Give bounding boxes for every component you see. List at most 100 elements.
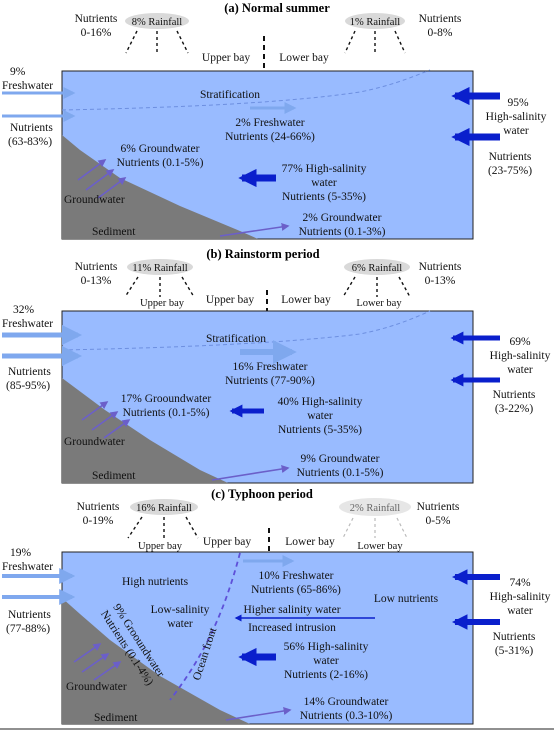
lower-bay-label: Lower bay xyxy=(279,52,329,64)
freshwater-mid-nutrients: Nutrients (65-86%) xyxy=(251,584,341,596)
rain-nutrients-value: 0-13% xyxy=(81,275,112,287)
stratification-line xyxy=(61,69,431,111)
freshwater-mid-label: 16% Freshwater xyxy=(232,361,307,373)
groundwater-bottom-nutrients: Nutrients (0.1-5%) xyxy=(297,467,384,479)
groundwater-bottom-nutrients: Nutrients (0.1-3%) xyxy=(299,226,386,238)
panel-typhoon-period: (c) Typhoon period 16% Rainfall Nutrient… xyxy=(2,487,551,725)
freshwater-label: Freshwater xyxy=(2,80,53,92)
upper-bay-label: Upper bay xyxy=(202,52,250,64)
rain-cloud xyxy=(344,259,410,275)
sediment-wedge xyxy=(62,378,228,483)
ocean-water: water xyxy=(507,605,533,617)
groundwater-bottom-arrow xyxy=(225,707,292,721)
rain-cloud xyxy=(339,498,411,516)
rainfall-label: 16% Rainfall xyxy=(136,503,192,514)
sediment-label: Sediment xyxy=(94,712,138,724)
freshwater-mid-label: 2% Freshwater xyxy=(235,117,304,129)
high-salinity-mid-nutrients: Nutrients (5-35%) xyxy=(278,424,362,436)
stratification-line xyxy=(61,310,431,351)
high-nutrients-label: High nutrients xyxy=(122,576,189,588)
rain-nutrients-value: 0-16% xyxy=(81,27,112,39)
sediment-wedge xyxy=(62,135,258,239)
rain-lines xyxy=(344,30,406,54)
rain-nutrients-label: Nutrients xyxy=(419,13,462,25)
ocean-water: water xyxy=(507,364,533,376)
freshwater-mid-label: 10% Freshwater xyxy=(258,570,333,582)
rainfall-label: 1% Rainfall xyxy=(350,17,401,28)
groundwater-seepage-arrows xyxy=(73,643,122,681)
groundwater-label: Groundwater xyxy=(64,194,125,206)
sediment-label: Sediment xyxy=(92,226,136,238)
high-salinity-mid-nutrients: Nutrients (5-35%) xyxy=(282,191,366,203)
ocean-nutrients-label: Nutrients xyxy=(493,389,536,401)
groundwater-bottom-arrow xyxy=(219,222,290,237)
rainfall-label: 8% Rainfall xyxy=(132,17,183,28)
panel-normal-summer: (a) Normal summer 8% Rainfall Nutrients … xyxy=(2,1,547,240)
upper-bay-small-label: Upper bay xyxy=(138,541,183,552)
ocean-label: High-salinity xyxy=(486,111,547,123)
groundwater-left-label: 17% Grooundwater xyxy=(121,393,212,405)
ocean-nutrients-label: Nutrients xyxy=(489,151,532,163)
rain-nutrients-label: Nutrients xyxy=(75,13,118,25)
ocean-percent: 95% xyxy=(507,97,529,109)
panel-title: (a) Normal summer xyxy=(224,1,330,15)
groundwater-left-label: 6% Groundwater xyxy=(121,143,200,155)
freshwater-percent: 19% xyxy=(10,547,32,559)
stratification-label: Stratification xyxy=(200,89,260,101)
rain-nutrients-value: 0-8% xyxy=(428,27,453,39)
ocean-nutrients-value: (5-31%) xyxy=(495,645,533,657)
ocean-nutrients-value: (23-75%) xyxy=(488,165,532,177)
ocean-percent: 69% xyxy=(509,336,531,348)
high-salinity-mid-water: water xyxy=(307,410,333,422)
lower-bay-label: Lower bay xyxy=(281,294,331,306)
groundwater-seepage-arrows xyxy=(81,401,131,439)
rain-lines xyxy=(127,516,199,539)
rainfall-label: 2% Rainfall xyxy=(350,503,401,514)
groundwater-bottom-nutrients: Nutrients (0.3-10%) xyxy=(300,710,393,722)
rain-cloud xyxy=(130,499,198,515)
rain-cloud xyxy=(125,13,189,29)
high-salinity-mid-label: 40% High-salinity xyxy=(278,396,363,408)
groundwater-bottom-arrow xyxy=(211,465,290,481)
rain-lines xyxy=(342,276,411,298)
nutrients-value: (85-95%) xyxy=(6,380,50,392)
rain-nutrients-label: Nutrients xyxy=(77,501,120,513)
groundwater-bottom-label: 9% Groundwater xyxy=(301,453,380,465)
stratification-label: Stratification xyxy=(206,333,266,345)
rain-nutrients-value: 0-13% xyxy=(425,275,456,287)
sediment-wedge xyxy=(62,598,250,724)
low-salinity-water: water xyxy=(167,618,193,630)
ocean-nutrients-label: Nutrients xyxy=(493,631,536,643)
rain-lines xyxy=(124,276,195,298)
freshwater-label: Freshwater xyxy=(2,561,53,573)
groundwater-label: Groundwater xyxy=(66,681,127,693)
rain-cloud xyxy=(345,13,405,29)
ocean-label: High-salinity xyxy=(490,350,551,362)
groundwater-bottom-label: 14% Groundwater xyxy=(304,696,389,708)
freshwater-percent: 32% xyxy=(13,304,35,316)
nutrients-value: (63-83%) xyxy=(8,136,52,148)
groundwater-left-nutrients: Nutrients (0.1-5%) xyxy=(123,407,210,419)
nutrients-label: Nutrients xyxy=(8,609,51,621)
lower-bay-label: Lower bay xyxy=(285,536,335,548)
high-salinity-mid-water: water xyxy=(313,655,339,667)
ocean-nutrients-value: (3-22%) xyxy=(495,403,533,415)
upper-bay-label: Upper bay xyxy=(203,536,251,548)
rain-cloud xyxy=(127,259,193,275)
groundwater-label: Groundwater xyxy=(64,436,125,448)
rain-nutrients-label: Nutrients xyxy=(419,261,462,273)
groundwater-seepage-arrows xyxy=(77,159,127,199)
rain-nutrients-label: Nutrients xyxy=(417,501,460,513)
rainfall-label: 6% Rainfall xyxy=(352,263,403,274)
freshwater-percent: 9% xyxy=(10,66,26,78)
freshwater-label: Freshwater xyxy=(2,318,53,330)
freshwater-mid-nutrients: Nutrients (24-66%) xyxy=(225,131,315,143)
rainfall-label: 11% Rainfall xyxy=(132,263,187,274)
low-salinity-label: Low-salinity xyxy=(151,604,210,616)
low-nutrients-label: Low nutrients xyxy=(374,593,439,605)
lower-bay-small-label: Lower bay xyxy=(357,541,403,552)
rain-nutrients-label: Nutrients xyxy=(75,261,118,273)
nutrients-value: (77-88%) xyxy=(6,623,50,635)
ocean-percent: 74% xyxy=(509,577,531,589)
